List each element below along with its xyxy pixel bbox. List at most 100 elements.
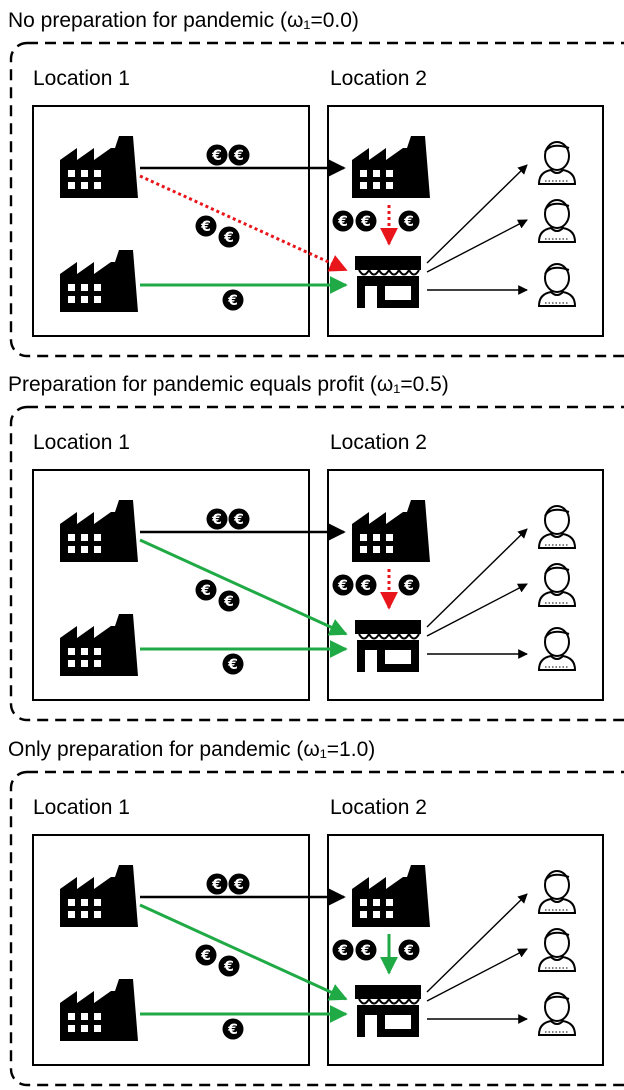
euro-coin-icon: € bbox=[218, 955, 240, 977]
svg-text:€: € bbox=[227, 1022, 238, 1038]
svg-text:€: € bbox=[233, 148, 244, 164]
store-to-customer-arrow bbox=[426, 528, 528, 628]
svg-text:€: € bbox=[403, 943, 414, 959]
customer-icon bbox=[537, 563, 577, 607]
store-to-customer-arrow bbox=[426, 164, 528, 264]
euro-coin-icon: € bbox=[228, 144, 250, 166]
cross-location-arrow bbox=[139, 538, 348, 636]
svg-text:€: € bbox=[223, 230, 234, 246]
factory-icon bbox=[352, 136, 430, 198]
euro-coin-icon: € bbox=[332, 574, 354, 596]
store-to-customer-arrow bbox=[426, 219, 528, 273]
euro-coin-icon: € bbox=[398, 939, 420, 961]
factory-icon bbox=[352, 500, 430, 562]
factory-icon bbox=[352, 865, 430, 927]
customer-icon bbox=[537, 505, 577, 549]
euro-coin-icon: € bbox=[206, 873, 228, 895]
svg-text:€: € bbox=[200, 583, 211, 599]
euro-coin-icon: € bbox=[195, 944, 217, 966]
store-to-customer-arrow bbox=[426, 948, 528, 1002]
customer-icon bbox=[537, 141, 577, 185]
factory-icon bbox=[60, 250, 138, 312]
location-1-box bbox=[32, 105, 310, 337]
euro-coin-icon: € bbox=[218, 226, 240, 248]
location-1-box bbox=[32, 834, 310, 1066]
scenario-boundary bbox=[9, 405, 624, 722]
svg-text:€: € bbox=[200, 948, 211, 964]
svg-text:€: € bbox=[337, 943, 348, 959]
svg-text:€: € bbox=[223, 959, 234, 975]
factory-icon bbox=[60, 500, 138, 562]
location-1-label: Location 1 bbox=[33, 67, 130, 90]
svg-text:€: € bbox=[223, 594, 234, 610]
panel-title: Preparation for pandemic equals profit (… bbox=[8, 373, 449, 396]
store-icon bbox=[355, 620, 421, 672]
location-2-label: Location 2 bbox=[330, 431, 427, 454]
euro-coin-icon: € bbox=[222, 1018, 244, 1040]
customer-icon bbox=[537, 263, 577, 307]
svg-text:€: € bbox=[227, 293, 238, 309]
scenario-boundary bbox=[9, 770, 624, 1087]
euro-coin-icon: € bbox=[206, 144, 228, 166]
store-icon bbox=[355, 985, 421, 1037]
svg-text:€: € bbox=[337, 578, 348, 594]
location-2-box bbox=[327, 469, 604, 701]
cross-location-arrow bbox=[139, 174, 348, 272]
scenario-panel: No preparation for pandemic (ω₁=0.0) Loca… bbox=[8, 9, 624, 358]
panel-title: Only preparation for pandemic (ω₁=1.0) bbox=[8, 738, 375, 761]
svg-text:€: € bbox=[403, 214, 414, 230]
svg-text:€: € bbox=[233, 877, 244, 893]
location-2-label: Location 2 bbox=[330, 67, 427, 90]
svg-text:€: € bbox=[211, 148, 222, 164]
scenario-boundary bbox=[9, 41, 624, 358]
svg-text:€: € bbox=[403, 578, 414, 594]
euro-coin-icon: € bbox=[222, 653, 244, 675]
factory-icon bbox=[60, 136, 138, 198]
store-to-customer-arrow bbox=[426, 893, 528, 993]
euro-coin-icon: € bbox=[355, 210, 377, 232]
euro-coin-icon: € bbox=[195, 215, 217, 237]
location-2-box bbox=[327, 105, 604, 337]
factory-icon bbox=[60, 865, 138, 927]
svg-text:€: € bbox=[211, 512, 222, 528]
svg-text:€: € bbox=[211, 877, 222, 893]
euro-coin-icon: € bbox=[332, 939, 354, 961]
euro-coin-icon: € bbox=[355, 574, 377, 596]
euro-coin-icon: € bbox=[355, 939, 377, 961]
location-2-box bbox=[327, 834, 604, 1066]
euro-coin-icon: € bbox=[228, 873, 250, 895]
svg-text:€: € bbox=[200, 219, 211, 235]
scenario-panel: Only preparation for pandemic (ω₁=1.0) Lo… bbox=[8, 738, 624, 1087]
factory-icon bbox=[60, 614, 138, 676]
customer-icon bbox=[537, 870, 577, 914]
customer-icon bbox=[537, 199, 577, 243]
euro-coin-icon: € bbox=[218, 590, 240, 612]
location-1-label: Location 1 bbox=[33, 431, 130, 454]
euro-coin-icon: € bbox=[228, 508, 250, 530]
location-1-box bbox=[32, 469, 310, 701]
euro-coin-icon: € bbox=[398, 210, 420, 232]
factory-icon bbox=[60, 979, 138, 1041]
customer-icon bbox=[537, 928, 577, 972]
cross-location-arrow bbox=[139, 903, 348, 1001]
euro-coin-icon: € bbox=[222, 289, 244, 311]
svg-text:€: € bbox=[360, 214, 371, 230]
euro-coin-icon: € bbox=[398, 574, 420, 596]
location-2-label: Location 2 bbox=[330, 796, 427, 819]
customer-icon bbox=[537, 992, 577, 1036]
customer-icon bbox=[537, 627, 577, 671]
euro-coin-icon: € bbox=[195, 579, 217, 601]
svg-text:€: € bbox=[360, 578, 371, 594]
svg-text:€: € bbox=[227, 657, 238, 673]
scenario-panel: Preparation for pandemic equals profit (… bbox=[8, 373, 624, 722]
svg-text:€: € bbox=[233, 512, 244, 528]
store-icon bbox=[355, 256, 421, 308]
store-to-customer-arrow bbox=[426, 583, 528, 637]
panel-title: No preparation for pandemic (ω₁=0.0) bbox=[8, 9, 359, 32]
location-1-label: Location 1 bbox=[33, 796, 130, 819]
svg-text:€: € bbox=[360, 943, 371, 959]
svg-text:€: € bbox=[337, 214, 348, 230]
euro-coin-icon: € bbox=[332, 210, 354, 232]
euro-coin-icon: € bbox=[206, 508, 228, 530]
